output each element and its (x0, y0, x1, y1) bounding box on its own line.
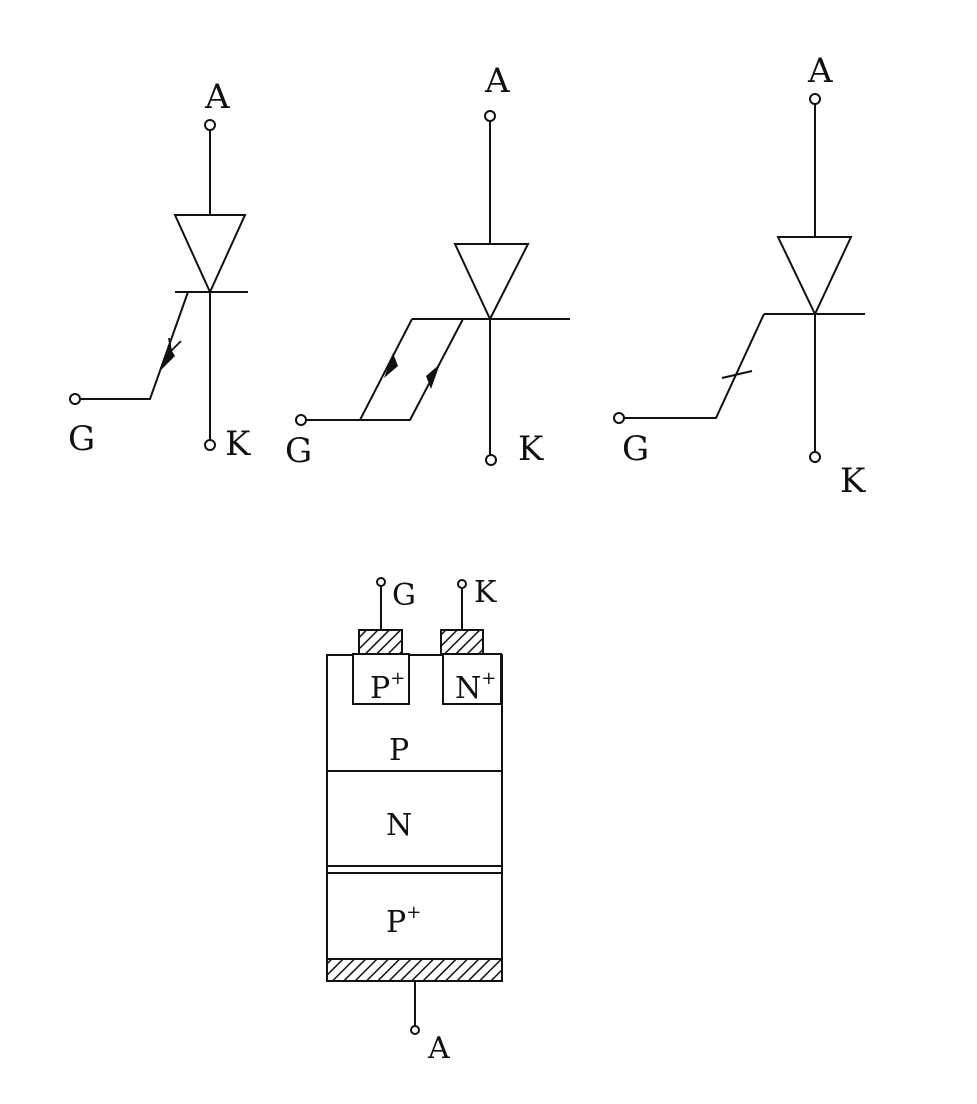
anode-terminal (484, 110, 496, 122)
cathode-terminal (809, 451, 821, 463)
gate-lead-off (360, 318, 464, 421)
cathode-n-plus-region (442, 653, 502, 705)
gate-lead (624, 313, 765, 419)
gate-lead (80, 291, 189, 400)
gate-terminal (295, 414, 307, 426)
cathode-label: K (518, 429, 544, 469)
anode-label: A (484, 61, 510, 101)
anode-terminal (809, 93, 821, 105)
gate-turn-off-symbol-3: A K G (613, 51, 866, 501)
gate-contact (358, 629, 403, 655)
gate-turn-off-symbol-2: A K G (285, 61, 570, 471)
gate-terminal (376, 577, 386, 587)
gate-terminal (613, 412, 625, 424)
gate-turn-off-symbol-1: A K G (68, 77, 251, 464)
anode-terminal (410, 1025, 420, 1035)
anode-contact (326, 958, 503, 982)
arrow-down-icon (168, 337, 182, 353)
anode-terminal (204, 119, 216, 131)
gate-label: G (392, 578, 416, 613)
gate-label: G (622, 429, 649, 469)
gate-p-plus-region (352, 653, 410, 705)
cathode-contact (440, 629, 484, 655)
gate-label: G (285, 431, 312, 471)
cathode-terminal (485, 454, 497, 466)
cathode-terminal (204, 439, 216, 451)
arrow-up-icon (161, 346, 175, 370)
gate-region-label: P+ (370, 668, 405, 706)
gate-terminal (69, 393, 81, 405)
anode-label: A (427, 1031, 450, 1066)
cathode-label: K (225, 424, 251, 464)
diode-triangle (173, 214, 247, 295)
gate-label: G (68, 419, 95, 459)
cathode-label: K (840, 461, 866, 501)
n-layer-label: N (386, 808, 412, 843)
diode-triangle (453, 243, 530, 322)
cathode-terminal (457, 579, 467, 589)
anode-label: A (204, 77, 230, 117)
diode-triangle (776, 236, 853, 317)
device-cross-section: G K P+ N+ P N P+ A (326, 575, 503, 1066)
p-plus-layer-label: P+ (386, 902, 421, 940)
cathode-label: K (474, 575, 497, 610)
anode-label: A (807, 51, 833, 91)
gate-tick-mark (721, 370, 753, 379)
gate-lead-on (306, 318, 413, 421)
p-layer-label: P (389, 733, 409, 768)
cathode-region-label: N+ (455, 668, 496, 706)
arrow-down-icon (426, 364, 440, 389)
arrow-up-icon (384, 353, 398, 378)
